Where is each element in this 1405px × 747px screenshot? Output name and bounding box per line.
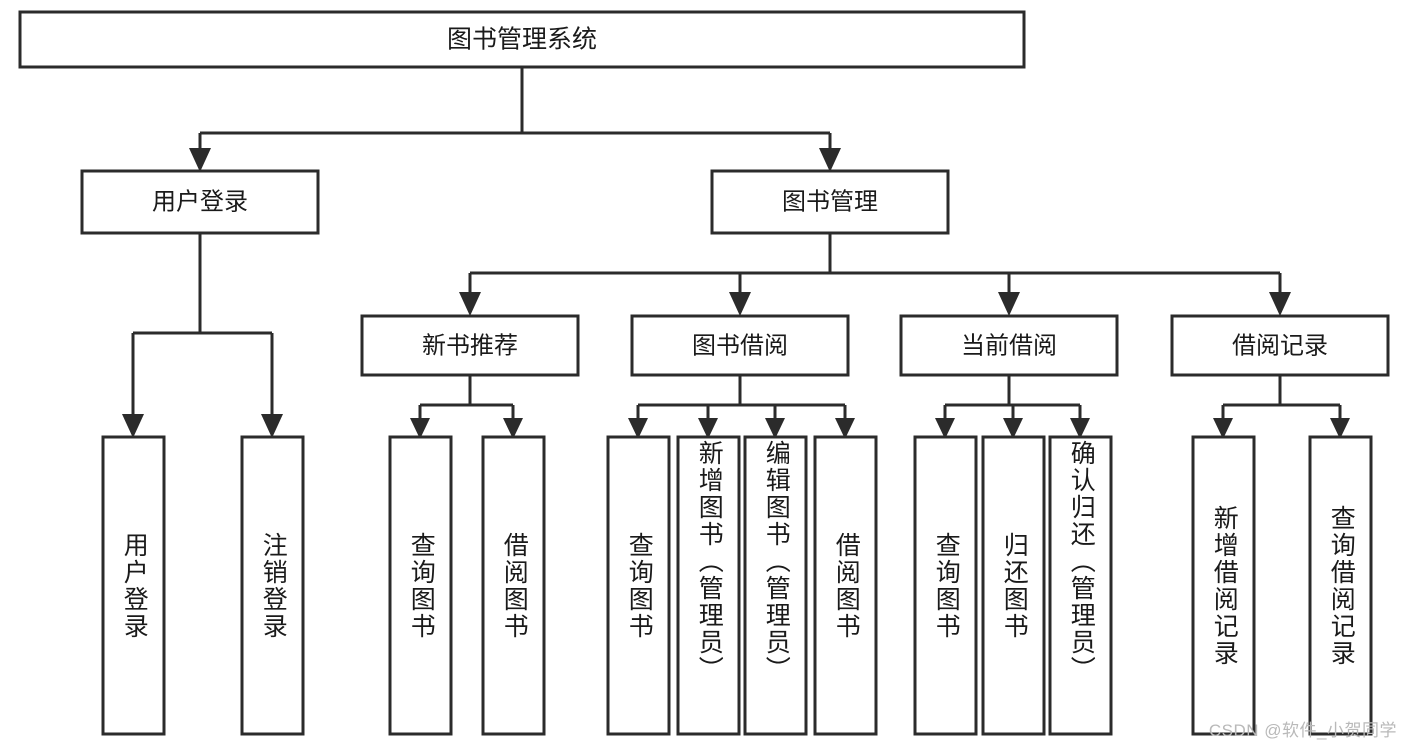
node-current-borrow[interactable]: 当前借阅 [899, 314, 1119, 377]
node-borrow-record-box[interactable] [1170, 314, 1390, 377]
arrowhead-group [122, 148, 1350, 439]
arrow-icon-book-manage [819, 148, 841, 172]
leaf-box-query-book-1[interactable] [388, 435, 453, 736]
node-book-borrow[interactable]: 图书借阅 [630, 314, 850, 377]
node-user-login-box[interactable] [80, 169, 320, 235]
arrow-icon-leaf-confirm [1070, 418, 1090, 439]
leaf-box-confirm-return[interactable] [1048, 435, 1113, 736]
leaf-box-borrow-book-2[interactable] [813, 435, 878, 736]
arrow-icon-leaf-borrow-1 [503, 418, 523, 439]
node-book-manage-label: 图书管理 [782, 188, 878, 215]
node-root[interactable]: 图书管理系统 [18, 10, 1026, 69]
arrow-icon-leaf-query-2 [628, 418, 648, 439]
arrow-icon-leaf-add-book [698, 418, 718, 439]
arrow-icon-leaf-borrow-2 [835, 418, 855, 439]
node-user-login-label: 用户登录 [152, 188, 248, 215]
arrow-icon-leaf-edit-book [765, 418, 785, 439]
watermark-text: CSDN @软件_小贺同学 [1208, 721, 1397, 740]
leaf-box-group [101, 435, 1373, 736]
node-root-label: 图书管理系统 [447, 26, 597, 54]
leaf-box-query-book-3[interactable] [913, 435, 978, 736]
node-new-book-recommend-box[interactable] [360, 314, 580, 377]
leaf-box-query-record[interactable] [1308, 435, 1373, 736]
arrow-icon-borrow-record [1269, 292, 1291, 316]
arrow-icon-user-login [189, 148, 211, 172]
leaf-box-logout-login[interactable] [240, 435, 305, 736]
node-borrow-record-label: 借阅记录 [1232, 332, 1328, 359]
node-book-borrow-box[interactable] [630, 314, 850, 377]
leaf-box-user-login[interactable] [101, 435, 166, 736]
node-user-login[interactable]: 用户登录 [80, 169, 320, 235]
arrow-icon-leaf-return [1003, 418, 1023, 439]
arrow-icon-leaf-query-3 [935, 418, 955, 439]
leaf-box-query-book-2[interactable] [606, 435, 671, 736]
leaf-box-add-record[interactable] [1191, 435, 1256, 736]
node-new-book-recommend[interactable]: 新书推荐 [360, 314, 580, 377]
node-borrow-record[interactable]: 借阅记录 [1170, 314, 1390, 377]
leaf-box-borrow-book-1[interactable] [481, 435, 546, 736]
arrow-icon-new-book [459, 292, 481, 316]
node-current-borrow-box[interactable] [899, 314, 1119, 377]
arrow-icon-leaf-query-1 [410, 418, 430, 439]
leaf-box-return-book[interactable] [981, 435, 1046, 736]
node-book-manage[interactable]: 图书管理 [710, 169, 950, 235]
arrow-icon-book-borrow [729, 292, 751, 316]
arrow-icon-leaf-query-record [1330, 418, 1350, 439]
arrow-icon-leaf-logout [261, 414, 283, 438]
node-book-borrow-label: 图书借阅 [692, 332, 788, 359]
node-current-borrow-label: 当前借阅 [961, 332, 1057, 359]
arrow-icon-current-borrow [998, 292, 1020, 316]
arrow-icon-leaf-user-login [122, 414, 144, 438]
leaf-box-add-book[interactable] [676, 435, 741, 736]
arrow-icon-leaf-add-record [1213, 418, 1233, 439]
node-new-book-recommend-label: 新书推荐 [422, 332, 518, 359]
node-book-manage-box[interactable] [710, 169, 950, 235]
leaf-box-edit-book[interactable] [743, 435, 808, 736]
node-root-box[interactable] [18, 10, 1026, 69]
